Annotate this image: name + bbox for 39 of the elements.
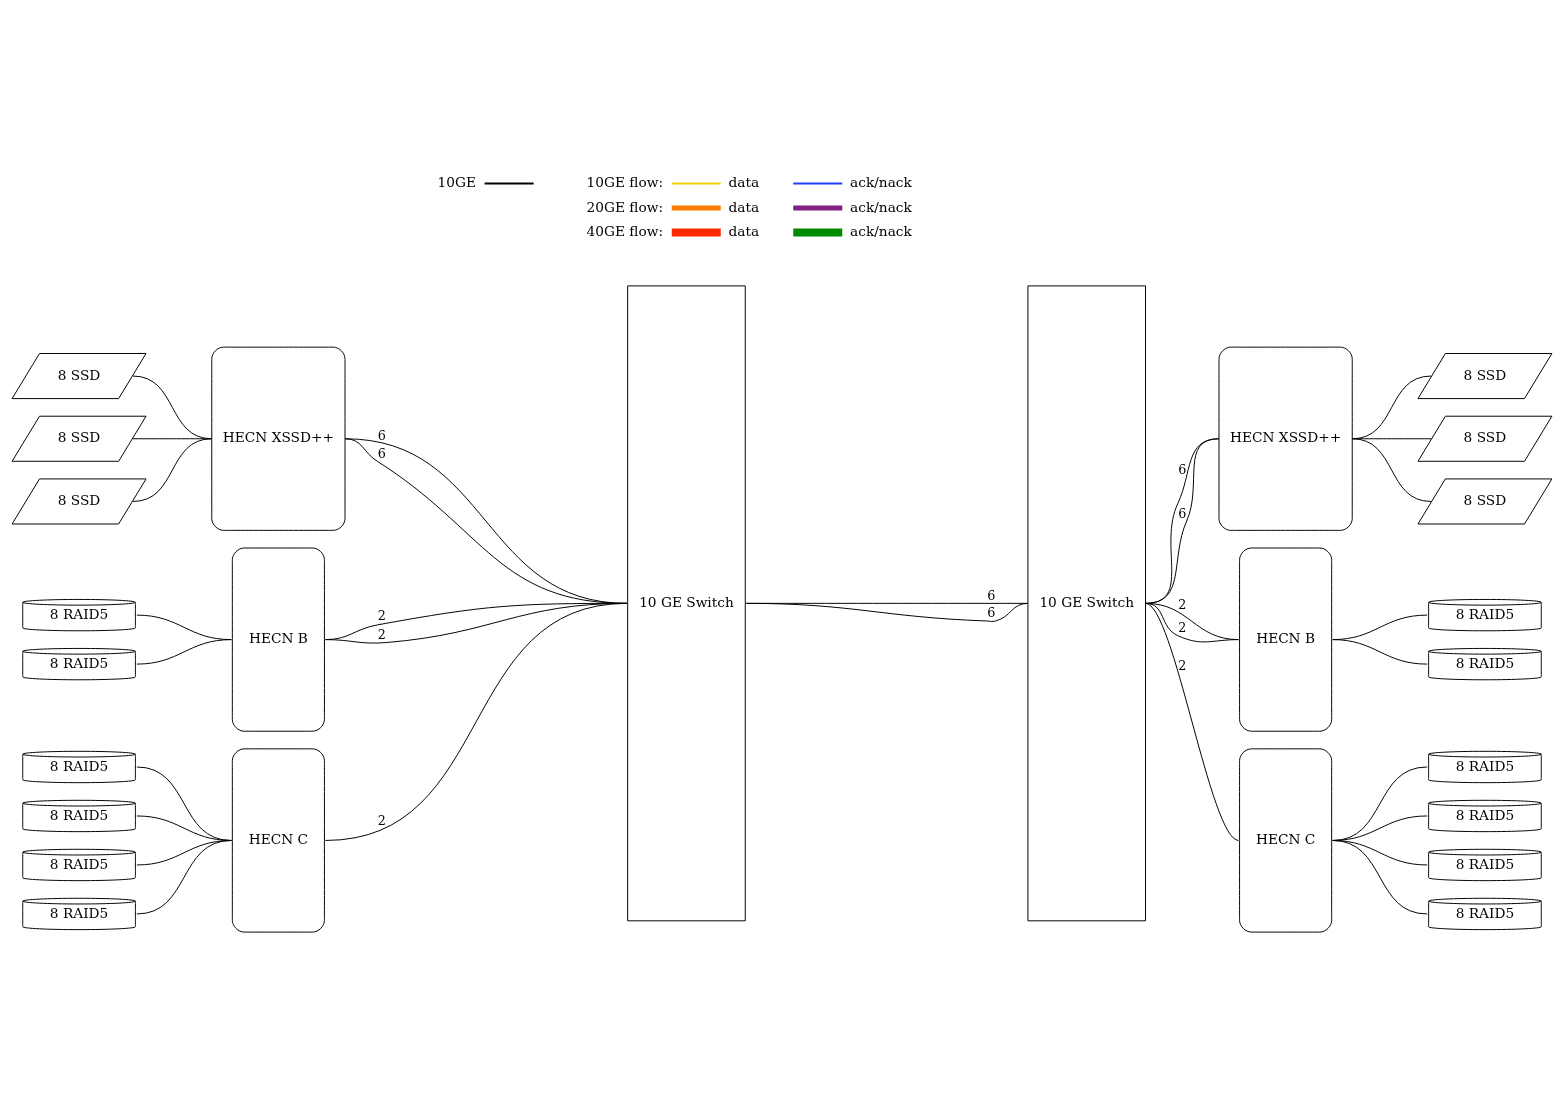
label: 40GE flow: — [586, 222, 664, 239]
edge-label: 2 — [377, 812, 386, 828]
connector — [1332, 839, 1428, 914]
node-box: HECN XSSD++ — [1218, 346, 1353, 531]
node-box: 10 GE Switch — [627, 284, 746, 921]
connector — [1145, 602, 1240, 841]
edge-label: 2 — [377, 626, 386, 642]
legend-label: 10GE — [437, 173, 476, 190]
legend-label: ack/nack — [850, 222, 912, 239]
edge-label: 6 — [987, 604, 996, 620]
edge-label: 2 — [1178, 596, 1187, 612]
connector — [132, 437, 213, 502]
node-box: HECN B — [231, 547, 325, 732]
edge-label: 2 — [1178, 657, 1187, 673]
label: 20GE flow: — [586, 198, 664, 215]
edge-label: 6 — [377, 427, 386, 443]
node-box: HECN XSSD++ — [211, 346, 346, 531]
label: 10GE flow: — [586, 173, 664, 190]
legend-label: ack/nack — [850, 173, 912, 190]
connector — [1351, 437, 1432, 502]
connector — [136, 839, 232, 914]
node-box: 10 GE Switch — [1027, 284, 1146, 921]
edge-label: 6 — [1178, 461, 1187, 477]
connector — [1332, 638, 1428, 665]
node-box: HECN B — [1239, 547, 1333, 732]
edge-label: 2 — [1178, 619, 1187, 635]
legend-label: ack/nack — [850, 198, 912, 215]
node-box: HECN C — [231, 747, 325, 933]
legend-label: data — [728, 222, 760, 239]
connector — [324, 602, 628, 841]
connector — [136, 638, 232, 665]
edge-label: 6 — [987, 587, 996, 603]
connector — [745, 602, 1029, 622]
edge-label: 2 — [377, 607, 386, 623]
legend-label: data — [728, 173, 760, 190]
node-box: HECN C — [1239, 747, 1333, 933]
edge-label: 6 — [377, 445, 386, 461]
edge-label: 6 — [1178, 505, 1187, 521]
legend-label: data — [728, 198, 760, 215]
